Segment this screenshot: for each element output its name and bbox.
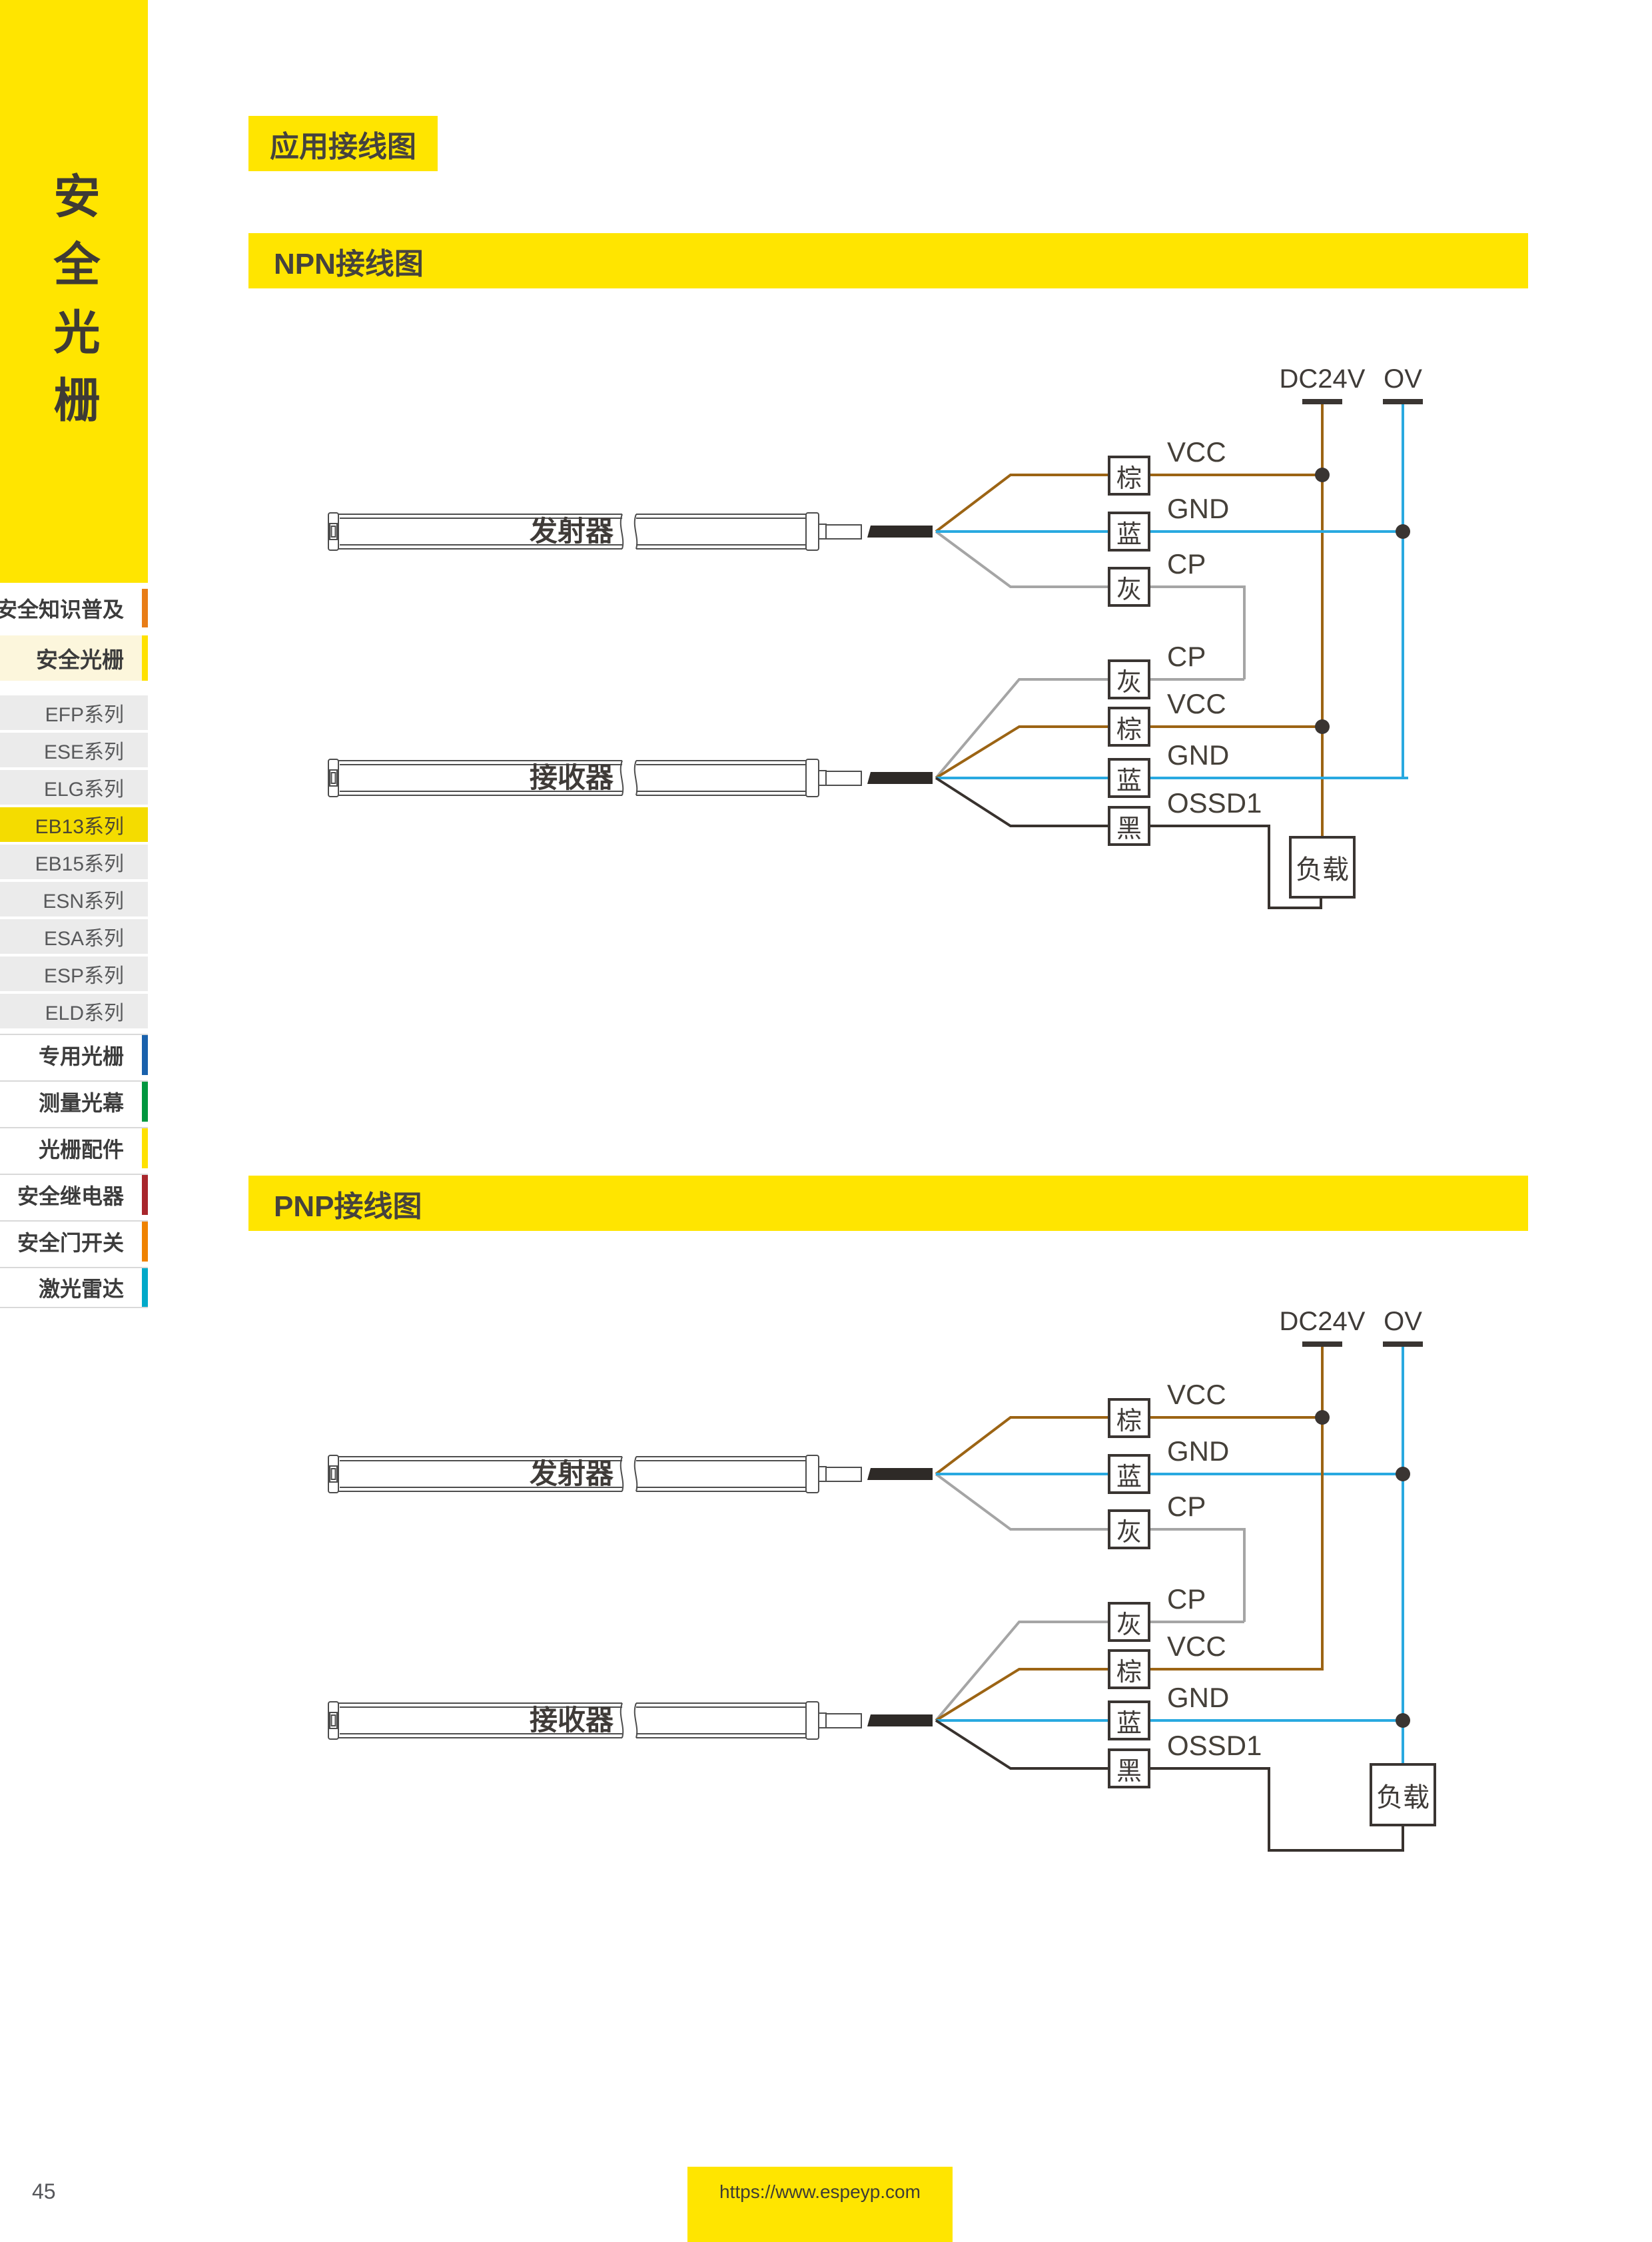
sidebar-item-esp-series[interactable]: ESP系列: [0, 956, 148, 991]
sidebar-item-label: 安全门开关: [17, 1231, 124, 1255]
sidebar-item-label: ESA系列: [43, 928, 124, 950]
website-link[interactable]: https://www.espeyp.com: [687, 2167, 953, 2242]
sidebar-banner-label: 安全光栅: [47, 172, 99, 444]
sidebar-item-label: ESN系列: [43, 891, 124, 913]
transmitter-label: 发射器: [529, 1458, 614, 1489]
sidebar-item-safety-knowledge[interactable]: 安全知识普及: [0, 589, 148, 627]
pnp-rx-signal-ossd1: OSSD1: [1167, 1730, 1262, 1761]
npn-tx-wirebox-gray: 灰: [1108, 567, 1150, 607]
sidebar-item-label: 测量光幕: [38, 1091, 124, 1115]
npn-rx-signal-cp: CP: [1167, 641, 1206, 672]
npn-rx-signal-vcc: VCC: [1167, 688, 1226, 719]
accent-bar: [142, 1175, 148, 1215]
pnp-tx-wirebox-brown: 棕: [1108, 1398, 1150, 1438]
sidebar-item-label: 安全光栅: [36, 647, 124, 672]
pnp-tx-signal-vcc: VCC: [1167, 1379, 1226, 1410]
sidebar-item-eld-series[interactable]: ELD系列: [0, 994, 148, 1028]
npn-tx-wirebox-brown: 棕: [1108, 456, 1150, 496]
sidebar-item-eb13-series-active[interactable]: EB13系列: [0, 807, 148, 842]
pnp-rx-wirebox-blue: 蓝: [1108, 1700, 1150, 1740]
npn-receiver-bar: 接收器: [325, 755, 936, 801]
npn-rx-wirebox-black: 黑: [1108, 806, 1150, 846]
npn-rx-wirebox-blue: 蓝: [1108, 758, 1150, 798]
pnp-transmitter-bar: 发射器: [325, 1451, 936, 1497]
sidebar-item-eb15-series[interactable]: EB15系列: [0, 845, 148, 879]
sidebar-item-ese-series[interactable]: ESE系列: [0, 733, 148, 767]
receiver-label: 接收器: [529, 762, 614, 793]
sidebar-item-measuring-light-curtain[interactable]: 测量光幕: [0, 1080, 148, 1122]
pnp-rail-0v: OV: [1384, 1307, 1422, 1336]
sidebar-item-curtain-accessories[interactable]: 光栅配件: [0, 1127, 148, 1168]
sidebar-item-label: EB13系列: [35, 816, 124, 838]
npn-tx-signal-cp: CP: [1167, 548, 1206, 579]
sidebar-item-label: ELG系列: [43, 779, 124, 801]
sidebar-item-special-light-curtain[interactable]: 专用光栅: [0, 1034, 148, 1075]
npn-tx-signal-vcc: VCC: [1167, 436, 1226, 468]
npn-tx-signal-gnd: GND: [1167, 493, 1230, 524]
pnp-rx-wirebox-black: 黑: [1108, 1748, 1150, 1788]
sidebar-category-banner: 安全光栅: [0, 0, 148, 583]
sidebar-item-safety-relay[interactable]: 安全继电器: [0, 1174, 148, 1215]
pnp-rx-wirebox-gray: 灰: [1108, 1602, 1150, 1642]
section-header-pnp: PNP接线图: [248, 1176, 1528, 1231]
sidebar-item-label: 专用光栅: [38, 1044, 124, 1068]
transmitter-label: 发射器: [529, 516, 614, 547]
pnp-wiring-svg: [935, 1341, 1423, 1852]
npn-load-box: 负载: [1289, 836, 1356, 899]
sidebar-item-label: EB15系列: [35, 853, 124, 875]
npn-rx-signal-ossd1: OSSD1: [1167, 787, 1262, 819]
sidebar-item-efp-series[interactable]: EFP系列: [0, 695, 148, 730]
accent-bar: [142, 1128, 148, 1168]
pnp-rx-signal-vcc: VCC: [1167, 1631, 1226, 1662]
pnp-rx-signal-gnd: GND: [1167, 1682, 1230, 1713]
sidebar-item-safety-light-curtain[interactable]: 安全光栅: [0, 635, 148, 681]
section-header-npn: NPN接线图: [248, 233, 1528, 288]
page-title-badge: 应用接线图: [248, 116, 438, 171]
sidebar-item-label: ELD系列: [45, 1002, 124, 1024]
npn-rx-wirebox-brown: 棕: [1108, 707, 1150, 747]
pnp-tx-signal-cp: CP: [1167, 1491, 1206, 1522]
accent-bar: [142, 1222, 148, 1262]
pnp-tx-wirebox-gray: 灰: [1108, 1509, 1150, 1549]
npn-tx-wirebox-blue: 蓝: [1108, 512, 1150, 552]
sidebar-item-esa-series[interactable]: ESA系列: [0, 919, 148, 954]
pnp-tx-signal-gnd: GND: [1167, 1435, 1230, 1467]
sidebar-item-label: EFP系列: [45, 704, 124, 726]
sidebar-item-label: 安全知识普及: [0, 597, 124, 621]
npn-rail-0v: OV: [1384, 364, 1422, 394]
accent-bar: [142, 1268, 148, 1307]
pnp-rx-signal-cp: CP: [1167, 1583, 1206, 1615]
sidebar-item-label: ESP系列: [43, 965, 124, 987]
npn-rx-wirebox-gray: 灰: [1108, 659, 1150, 699]
sidebar-item-laser-radar[interactable]: 激光雷达: [0, 1267, 148, 1308]
accent-bar: [142, 589, 148, 627]
sidebar-item-label: ESE系列: [43, 741, 124, 763]
pnp-rx-wirebox-brown: 棕: [1108, 1649, 1150, 1689]
pnp-load-box: 负载: [1370, 1763, 1436, 1826]
npn-rx-signal-gnd: GND: [1167, 739, 1230, 771]
sidebar-item-label: 激光雷达: [38, 1277, 124, 1301]
pnp-rail-dc24v: DC24V: [1279, 1307, 1366, 1336]
npn-transmitter-bar: 发射器: [325, 508, 936, 555]
pnp-tx-wirebox-blue: 蓝: [1108, 1454, 1150, 1494]
npn-rail-dc24v: DC24V: [1279, 364, 1366, 394]
pnp-receiver-bar: 接收器: [325, 1697, 936, 1744]
npn-wiring-svg: [935, 399, 1423, 909]
accent-bar: [142, 1082, 148, 1122]
sidebar-item-esn-series[interactable]: ESN系列: [0, 882, 148, 917]
sidebar-item-elg-series[interactable]: ELG系列: [0, 770, 148, 805]
page-number: 45: [32, 2179, 56, 2203]
receiver-label: 接收器: [529, 1704, 614, 1736]
sidebar-item-label: 安全继电器: [17, 1184, 124, 1208]
accent-bar: [142, 1035, 148, 1075]
sidebar-item-safety-door-switch[interactable]: 安全门开关: [0, 1220, 148, 1262]
accent-bar: [142, 635, 148, 681]
sidebar-item-label: 光栅配件: [38, 1138, 124, 1162]
